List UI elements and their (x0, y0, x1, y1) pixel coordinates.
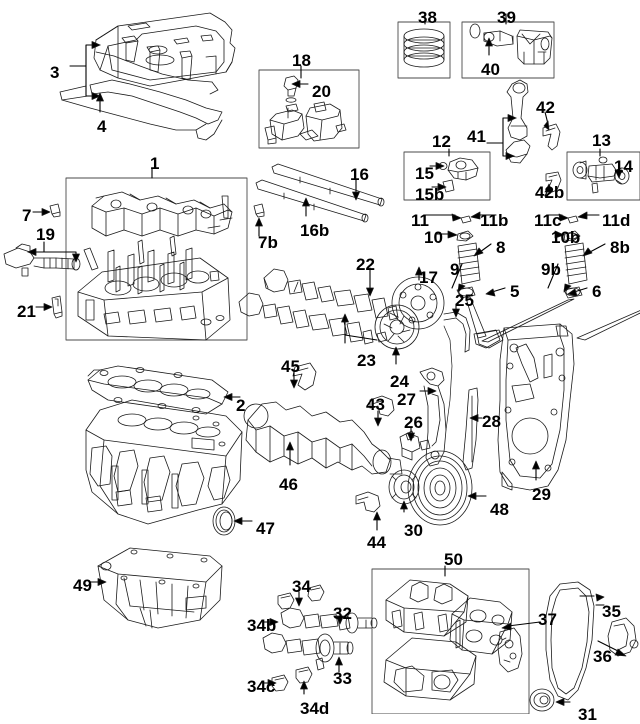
part-balancer-shafts (262, 584, 378, 692)
callout-valve-keeper-left-2: 11b (480, 211, 509, 230)
callout-piston-ring-set: 38 (418, 8, 437, 27)
callout-head-cover-gasket: 4 (97, 117, 107, 136)
callout-balancer-bearing-1: 34 (292, 577, 311, 596)
part-crank-seal (212, 506, 236, 536)
callout-connecting-rod-bearing-upper: 42 (536, 98, 555, 117)
part-tensioner-arm (419, 367, 447, 467)
callout-timing-chain-guide-upper: 25 (455, 291, 474, 310)
callout-rocker-arm-pin: 15b (415, 185, 445, 204)
callout-balancer-bearing-2: 34b (247, 616, 277, 635)
callout-cylinder-head-box: 1 (150, 154, 160, 173)
callout-balancer-sprocket: 31 (578, 705, 597, 724)
callout-cylinder-head-gasket: 2 (236, 396, 246, 415)
callout-chain-tensioner-b: 36 (593, 647, 612, 666)
callout-chain-guide-a: 37 (538, 610, 557, 629)
callout-balancer-bearing-4: 34d (300, 699, 330, 718)
callout-connecting-rod: 41 (467, 127, 486, 146)
callout-chain-tensioner-arm: 27 (397, 390, 416, 409)
callout-rocker-arm-bolt: 15 (415, 164, 434, 183)
callout-valve-seal-right: 9b (541, 260, 561, 279)
part-head-gasket (87, 365, 229, 415)
callout-balancer-chain: 35 (602, 602, 621, 621)
part-oil-pump-box (371, 568, 530, 714)
callout-balancer-bearing-3: 34c (247, 677, 276, 696)
part-head-cover (59, 12, 236, 141)
part-crankshaft-pulley (407, 450, 473, 526)
callout-vtc-oil-control-solenoid: 19 (36, 225, 55, 244)
callout-balancer-shaft-drive: 32 (333, 604, 352, 623)
callout-piston: 39 (497, 8, 516, 27)
callout-rocker-arm-box: 12 (432, 132, 451, 151)
callout-oil-pump-box: 50 (444, 550, 463, 569)
callout-valve-spring-retainer-right: 10b (551, 228, 581, 247)
callout-intake-rocker-shaft: 16 (350, 165, 369, 184)
part-chain-guide-a (497, 627, 523, 673)
part-balancer-sprocket (529, 688, 555, 712)
callout-seal-washer-right: 7b (258, 233, 278, 252)
part-piston-rings (397, 21, 451, 79)
callout-valve-keeper-left: 11 (411, 211, 429, 230)
part-chain-guide-upper (443, 311, 471, 353)
part-chain-tensioner-b (607, 617, 639, 657)
callout-balancer-shaft-driven: 33 (333, 669, 352, 688)
part-valve-train-exhaust (476, 215, 640, 349)
part-balancer-chain (545, 581, 595, 701)
part-crankshaft (243, 362, 403, 513)
callout-valve-spring-retainer-left: 10 (424, 228, 443, 247)
part-cylinder-block (85, 399, 243, 525)
callout-rocker-shaft-end: 14 (614, 157, 633, 176)
callout-rocker-shaft-box: 13 (592, 131, 611, 150)
part-timing-chain-cover (497, 323, 575, 491)
callout-crankshaft-pulley: 48 (490, 500, 509, 519)
callout-crank-sprocket: 30 (404, 521, 423, 540)
callout-crankshaft-oil-seal: 47 (256, 519, 275, 538)
callout-oil-pan: 49 (73, 576, 92, 595)
callout-thrust-washer: 43 (366, 395, 385, 414)
part-rocker-shaft-box (566, 151, 640, 201)
callout-chain-tensioner: 26 (404, 413, 423, 432)
part-rocker-shafts (255, 163, 385, 223)
callout-cylinder-head-cover: 3 (50, 63, 60, 82)
callout-valve-spring-left: 8 (496, 238, 506, 257)
callout-valve-keeper-right-2: 11d (602, 211, 631, 230)
callout-exhaust-rocker-shaft: 16b (300, 221, 330, 240)
part-valve-train-intake (456, 215, 501, 349)
callout-crankshaft-bearing-upper: 45 (281, 357, 300, 376)
callout-timing-chain-guide: 28 (482, 412, 501, 431)
callout-pcv-assembly-box: 18 (292, 51, 311, 70)
callout-seal-washer-left: 7 (22, 206, 32, 225)
callout-valve-seal-left: 9 (450, 260, 460, 279)
callout-camshaft-exhaust: 23 (357, 351, 376, 370)
callout-pcv-valve: 20 (312, 82, 331, 101)
callout-camshaft-intake: 22 (356, 255, 375, 274)
part-piston-box (461, 21, 555, 79)
callout-dowel-pin: 21 (17, 302, 36, 321)
callout-thrust-washer-lower: 44 (367, 533, 386, 552)
callout-crankshaft: 46 (279, 475, 298, 494)
callout-exhaust-valve: 6 (592, 282, 602, 301)
callout-cam-sprocket: 24 (390, 372, 409, 391)
part-cylinder-head-box (65, 177, 248, 341)
callout-timing-chain-cover: 29 (532, 485, 551, 504)
callout-valve-keeper-right: 11c (534, 211, 562, 230)
part-pcv-box (258, 69, 360, 149)
callout-vtc-actuator: 17 (419, 268, 438, 287)
callout-intake-valve: 5 (510, 282, 520, 301)
callout-connecting-rod-bearing-lower: 42b (535, 183, 565, 202)
part-chain-guide (462, 387, 479, 471)
callout-valve-spring-right: 8b (610, 238, 630, 257)
part-solenoid-group (3, 203, 81, 319)
part-oil-pan (97, 547, 223, 629)
callout-piston-pin: 40 (481, 60, 500, 79)
part-vtc-actuator (391, 276, 445, 330)
